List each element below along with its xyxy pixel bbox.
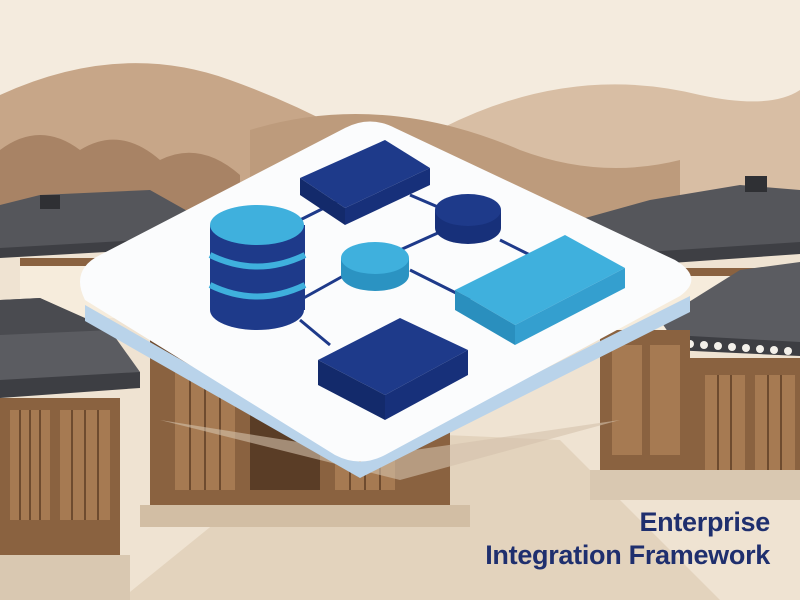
title-line-1: Enterprise xyxy=(639,507,770,537)
server-block-icon xyxy=(300,140,430,225)
platform-surface xyxy=(80,121,692,462)
node-circle-icon xyxy=(435,194,501,244)
platform-shadow xyxy=(160,420,620,480)
integration-platform xyxy=(80,121,692,480)
page-title: Enterprise Integration Framework xyxy=(485,506,770,572)
platform-edge xyxy=(85,296,690,478)
title-line-2: Integration Framework xyxy=(485,540,770,570)
hanok-left-front xyxy=(0,298,140,600)
hanok-right-front xyxy=(590,262,800,500)
database-icon xyxy=(208,205,307,330)
server-block-icon xyxy=(455,235,625,345)
server-block-icon xyxy=(318,318,468,420)
node-circle-icon xyxy=(341,242,409,291)
